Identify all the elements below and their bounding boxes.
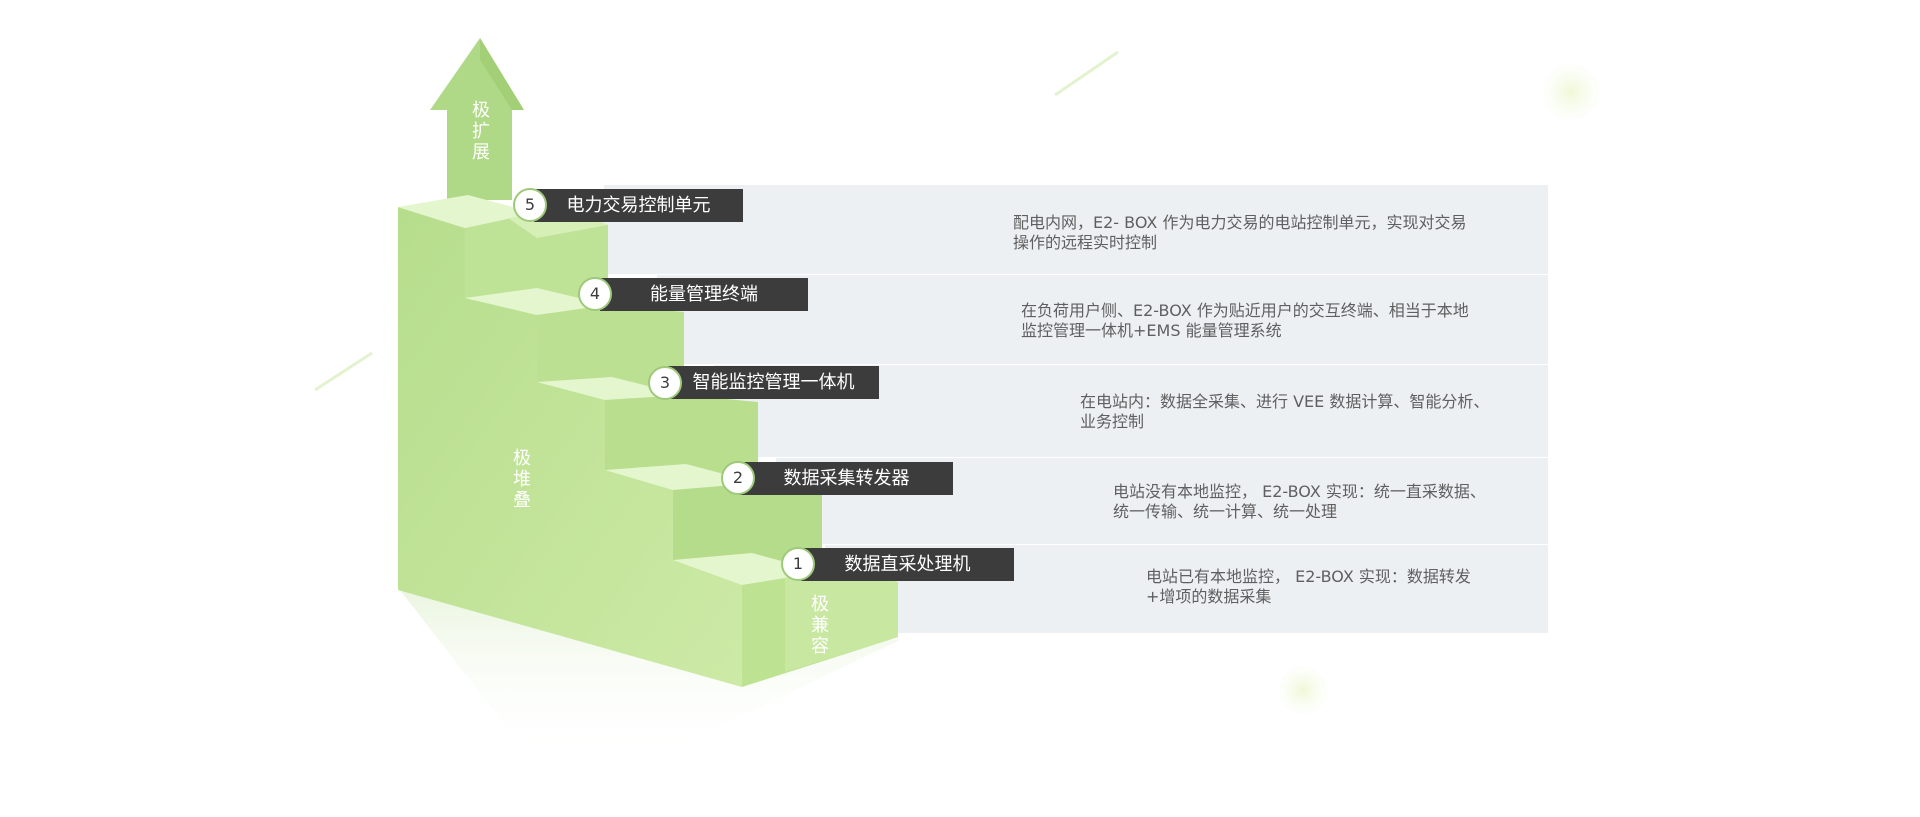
arrow-tip-shade [480, 38, 524, 110]
stair-top-5 [398, 195, 535, 228]
compat-label: 极兼容 [811, 594, 829, 657]
step-desc-3-line1: 在电站内：数据全采集、进行 VEE 数据计算、智能分析、 [1080, 392, 1490, 411]
stair-top-2 [605, 464, 758, 490]
step-desc-2-line2: 统一传输、统一计算、统一处理 [1113, 502, 1338, 521]
step-desc-3-line2: 业务控制 [1080, 412, 1145, 431]
step-desc-5: 配电内网，E2- BOX 作为电力交易的电站控制单元，实现对交易 操作的远程实时… [1013, 213, 1467, 253]
step-label-3: 智能监控管理一体机 [668, 366, 879, 399]
stair-top-1 [673, 553, 822, 585]
step-desc-4-line2: 监控管理一体机+EMS 能量管理系统 [1021, 321, 1282, 340]
step-number-3: 3 [648, 366, 682, 400]
step-number-1: 1 [781, 547, 815, 581]
step-label-2: 数据采集转发器 [740, 462, 953, 495]
panel-5 [604, 185, 1548, 274]
step-desc-2-line1: 电站没有本地监控， E2-BOX 实现：统一直采数据、 [1113, 482, 1486, 501]
step-desc-1: 电站已有本地监控， E2-BOX 实现：数据转发 +增项的数据采集 [1146, 567, 1566, 607]
step-label-4: 能量管理终端 [600, 278, 808, 311]
staircase [398, 38, 898, 687]
step-label-5: 电力交易控制单元 [534, 189, 743, 222]
step-number-4: 4 [578, 277, 612, 311]
deco-line-2 [314, 351, 373, 392]
stair-riser-4 [537, 305, 684, 400]
stack-label: 极堆叠 [513, 448, 531, 511]
step-desc-5-line1: 配电内网，E2- BOX 作为电力交易的电站控制单元，实现对交易 [1013, 213, 1467, 232]
step-desc-4: 在负荷用户侧、E2-BOX 作为贴近用户的交互终端、相当于本地 监控管理一体机+… [1021, 301, 1469, 341]
step-number-5: 5 [513, 188, 547, 222]
step-number-2: 2 [721, 461, 755, 495]
step-label-1: 数据直采处理机 [801, 548, 1014, 581]
deco-dot-1 [1543, 64, 1599, 120]
stair-top-4 [465, 288, 608, 315]
deco-line-1 [1054, 50, 1119, 97]
arrow-label: 极扩展 [472, 100, 490, 163]
step-desc-1-line1: 电站已有本地监控， E2-BOX 实现：数据转发 [1146, 567, 1471, 586]
step-desc-2: 电站没有本地监控， E2-BOX 实现：统一直采数据、 统一传输、统一计算、统一… [1113, 482, 1533, 522]
step-desc-1-line2: +增项的数据采集 [1146, 587, 1272, 606]
stair-left-face [398, 207, 742, 687]
stair-riser-5 [465, 213, 608, 315]
step-desc-3: 在电站内：数据全采集、进行 VEE 数据计算、智能分析、 业务控制 [1080, 392, 1500, 432]
stair-riser-3 [605, 395, 758, 490]
deco-dot-2 [1279, 666, 1327, 714]
stair-top-3 [537, 377, 684, 400]
stair-base-side [785, 570, 898, 672]
step-desc-4-line1: 在负荷用户侧、E2-BOX 作为贴近用户的交互终端、相当于本地 [1021, 301, 1469, 320]
step-desc-5-line2: 操作的远程实时控制 [1013, 233, 1158, 252]
